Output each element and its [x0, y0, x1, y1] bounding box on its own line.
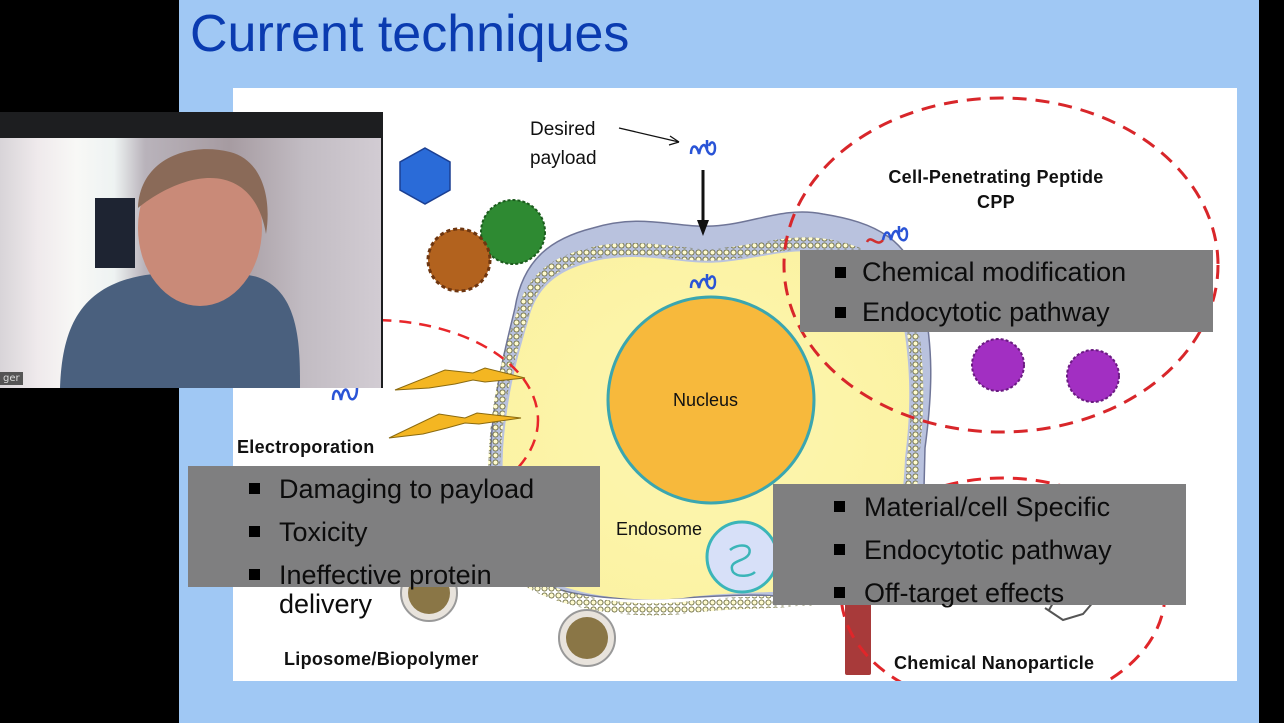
participant-video-tile[interactable]: ger — [0, 112, 383, 388]
cpp-particle-icon — [1066, 349, 1120, 403]
callout-item: Material/cell Specific — [834, 486, 1186, 529]
cpp-callout: Chemical modification Endocytotic pathwa… — [800, 250, 1213, 332]
participant-video-feed: ger — [0, 138, 381, 388]
bullet-icon — [834, 501, 845, 512]
payload-pointer-arrow — [618, 127, 680, 143]
internal-payload-icon — [689, 274, 717, 290]
desired-payload-icon — [689, 140, 717, 156]
callout-item: Chemical modification — [835, 252, 1213, 292]
nanoparticle-label: Chemical Nanoparticle — [894, 653, 1095, 673]
bullet-icon — [249, 526, 260, 537]
callout-item: Damaging to payload — [249, 468, 600, 511]
callout-item: Endocytotic pathway — [835, 292, 1213, 332]
liposome-label: Liposome/Biopolymer — [284, 649, 479, 669]
nucleus — [606, 295, 816, 505]
lightning-bolt-icon — [388, 412, 522, 439]
cpp-title-line2: CPP — [977, 192, 1015, 212]
virus-brown-icon — [426, 227, 492, 293]
liposome-icon — [558, 609, 616, 667]
desired-payload-label-line1: Desired — [530, 119, 596, 140]
cpp-region-outline — [782, 96, 1220, 434]
callout-item: Off-target effects — [834, 572, 1186, 615]
electroporation-callout: Damaging to payload Toxicity Ineffective… — [188, 466, 600, 619]
virus-blue-icon — [399, 147, 451, 205]
electroporation-payload-icon — [331, 387, 359, 401]
participant-silhouette — [60, 149, 300, 388]
bullet-icon — [835, 267, 846, 278]
desired-payload-label-line2: payload — [530, 148, 597, 169]
participant-name-tag: ger — [0, 372, 23, 385]
bullet-icon — [835, 307, 846, 318]
presentation-slide: Current techniques — [179, 0, 1259, 723]
endosome-payload-icon — [729, 544, 756, 577]
virus-green-icon — [480, 199, 546, 265]
bullet-icon — [834, 587, 845, 598]
callout-item: Toxicity — [249, 511, 600, 554]
nanotube-icon — [845, 603, 871, 675]
nanoparticle-callout: Material/cell Specific Endocytotic pathw… — [773, 484, 1186, 608]
desired-payload-label: Desired payload — [530, 115, 597, 173]
cpp-title-line1: Cell-Penetrating Peptide — [888, 167, 1104, 187]
lightning-bolt-icon — [394, 367, 526, 391]
nucleus-label: Nucleus — [673, 390, 739, 410]
cpp-payload-icon — [865, 226, 909, 244]
slide-title: Current techniques — [190, 5, 630, 63]
electroporation-label: Electroporation — [237, 437, 375, 457]
endosome-label: Endosome — [616, 519, 703, 539]
callout-item: Ineffective protein — [249, 554, 600, 597]
cpp-particle-icon — [971, 338, 1025, 392]
callout-item: Endocytotic pathway — [834, 529, 1186, 572]
bullet-icon — [249, 569, 260, 580]
callout-item-continuation: delivery — [279, 589, 373, 619]
endosome — [705, 520, 779, 594]
bullet-icon — [249, 483, 260, 494]
bullet-icon — [834, 544, 845, 555]
cpp-title: Cell-Penetrating Peptide CPP — [876, 165, 1116, 215]
